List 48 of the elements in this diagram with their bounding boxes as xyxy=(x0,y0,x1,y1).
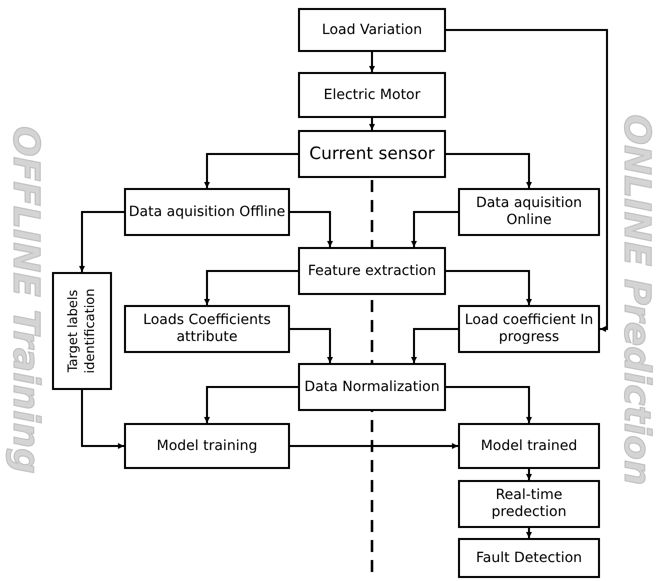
arrow xyxy=(290,328,333,363)
arrow xyxy=(290,211,333,247)
process-box xyxy=(458,423,600,469)
process-box xyxy=(298,72,446,118)
arrow xyxy=(204,153,298,188)
arrow xyxy=(526,469,532,480)
process-box xyxy=(298,247,446,295)
box-label: Load Variation xyxy=(322,22,422,38)
box-label: Model trained xyxy=(480,438,578,454)
process-box xyxy=(298,130,446,178)
process-box xyxy=(458,305,600,353)
box-label: Load coefficient In progress xyxy=(464,312,594,346)
arrow xyxy=(204,386,298,423)
arrow xyxy=(446,153,532,188)
box-label: Fault Detection xyxy=(476,550,582,566)
process-box xyxy=(124,423,290,469)
box-label: Data aquisition Online xyxy=(474,195,584,229)
box-label: Target labels identification xyxy=(65,288,99,376)
arrow xyxy=(411,211,458,247)
box-label: Real-time predection xyxy=(490,487,568,521)
process-box xyxy=(298,363,446,411)
box-label: Current sensor xyxy=(309,146,435,162)
box-label: Loads Coefficients attribute xyxy=(142,312,272,346)
arrow xyxy=(81,390,124,449)
box-label: Data aquisition Offline xyxy=(128,204,286,220)
process-box xyxy=(52,272,112,390)
process-box xyxy=(298,8,446,52)
box-label: Model training xyxy=(156,438,258,454)
box-label: Data Normalization xyxy=(304,378,440,396)
section-title: ONLINE Prediction xyxy=(615,113,658,488)
arrow xyxy=(369,118,375,130)
arrow xyxy=(446,270,532,305)
process-box xyxy=(458,480,600,528)
arrow xyxy=(446,29,608,332)
arrow xyxy=(411,328,458,363)
arrow xyxy=(369,52,375,72)
box-label: Feature extraction xyxy=(308,262,436,280)
arrow xyxy=(79,211,124,272)
process-box xyxy=(458,538,600,578)
section-title: OFFLINE Training xyxy=(4,125,47,476)
process-box xyxy=(124,188,290,236)
arrow xyxy=(204,270,298,305)
arrow xyxy=(446,386,532,423)
process-box xyxy=(458,188,600,236)
box-label: Electric Motor xyxy=(324,86,420,104)
arrow xyxy=(526,528,532,538)
arrow xyxy=(290,443,458,449)
process-box xyxy=(124,305,290,353)
